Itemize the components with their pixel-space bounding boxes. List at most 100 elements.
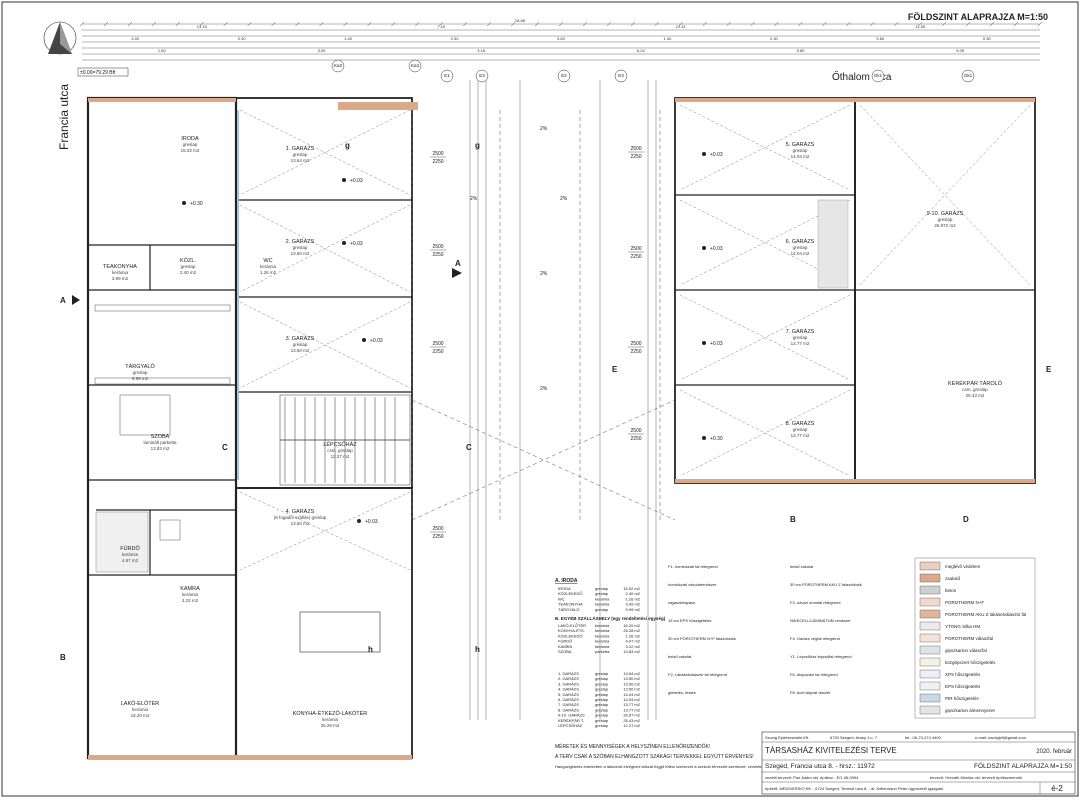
- room-name: LÉPCSŐHÁZ: [323, 441, 357, 448]
- staircase: [279, 394, 411, 486]
- room-floor: greslap: [293, 245, 308, 250]
- door-height: 2250: [432, 159, 443, 165]
- level-value: +0.30: [710, 436, 723, 442]
- schedule-floor: greslap: [595, 702, 609, 707]
- room-name: TÁRGYALÓ: [125, 363, 155, 370]
- schedule-area: 26.87 m2: [623, 713, 640, 718]
- stipple-strip: [817, 199, 849, 289]
- spec-line: Y1. Lépcsőház lépcsőfal rétegrend: [790, 654, 852, 659]
- room-name: 1. GARÁZS: [286, 145, 315, 152]
- room-floor: csm. greslap: [327, 448, 353, 453]
- room-area: 13.50 m2: [291, 521, 310, 526]
- schedule-room: IRODA: [558, 586, 571, 591]
- schedule-room: 9-10. GARÁZS: [558, 713, 585, 718]
- door-dimensions: 2500225025002250250022502500225025002250…: [430, 146, 644, 540]
- grid-bubble-icon: [614, 69, 628, 83]
- schedule-area: 9.99 m2: [626, 607, 641, 612]
- driveway-lines: [411, 110, 676, 521]
- dimension-tick: [750, 21, 755, 27]
- room-area: 13.50 m2: [291, 348, 310, 353]
- legend-swatch: [919, 573, 941, 583]
- dimension-value: 0.30: [770, 36, 779, 41]
- dimension-tick: [678, 21, 683, 27]
- legend-label: EPS hőszigetelés: [945, 684, 981, 689]
- overall-dimension: 28.88: [515, 18, 526, 23]
- schedule-area: 13.83 m2: [623, 649, 640, 654]
- dimension-tick: [582, 21, 588, 27]
- schedule-floor: greslap: [595, 692, 609, 697]
- dimension-value: 1.40: [664, 36, 673, 41]
- schedule-floor: kerámia: [595, 602, 610, 607]
- dimension-tick: [606, 21, 612, 27]
- section-label-a: A: [60, 296, 66, 305]
- spec-line: F6. Alapozási fal rétegrend: [790, 672, 838, 677]
- schedule-room: TÁRGYALÓ: [558, 607, 580, 612]
- room-area: 4.97 m2: [122, 558, 139, 563]
- room-floor: kerámia: [112, 270, 129, 275]
- schedule-area: 13.64 m2: [623, 671, 640, 676]
- schedule-floor: kerámia: [595, 623, 610, 628]
- dimension-tick: [534, 21, 540, 27]
- level-marker-icon: [702, 436, 706, 440]
- legend-swatch: [919, 621, 941, 631]
- level-marker-icon: [362, 338, 366, 342]
- room-name: IRODA: [181, 136, 199, 142]
- door-width: 2500: [630, 428, 641, 434]
- room-name: KAMRA: [180, 586, 200, 592]
- room-floor: kerámia: [132, 707, 149, 712]
- dimension-tick: [1037, 21, 1043, 27]
- dimension-value: 12.31: [676, 24, 687, 29]
- schedule-room: TEAKONYHA: [558, 602, 583, 607]
- warning-note-1: MÉRETEK ÉS MENNYISÉGEK A HELYSZÍNEN ELLE…: [555, 743, 710, 750]
- dimension-tick: [271, 21, 276, 27]
- project-location: Szeged, Francia utca 8. - hrsz.: 11972: [765, 763, 875, 770]
- dimension-tick: [942, 21, 947, 27]
- room-floor: greslap: [293, 342, 308, 347]
- dimension-value: 5.80: [797, 48, 806, 53]
- schedule-floor: kerámia: [595, 628, 610, 633]
- designer: tervező: Horváth Mónika okl. tervező épí…: [930, 775, 1022, 780]
- room-area: 3.99 m2: [112, 276, 129, 281]
- project-title: TÁRSASHÁZ KIVITELEZÉSI TERVE: [765, 746, 897, 755]
- level-value: +0.03: [710, 341, 723, 347]
- schedule-room: KONYHA-ÉTK.: [558, 628, 585, 633]
- sheet-number: é-2: [1051, 784, 1063, 793]
- warning-note-3: Hangszigetelés érdekében a látszóvál elv…: [555, 764, 790, 769]
- dimension-tick: [223, 21, 228, 27]
- room-name: SZOBA: [151, 434, 170, 440]
- dimension-value: 1.40: [344, 36, 353, 41]
- section-label-g2: g: [475, 141, 480, 150]
- dimension-tick: [463, 21, 468, 27]
- schedule-area: 13.77 m2: [623, 702, 640, 707]
- legend-label: beton: [945, 588, 957, 593]
- room-area: 13.50 m2: [291, 251, 310, 256]
- legend-swatch: [919, 597, 941, 607]
- dimension-tick: [918, 21, 923, 27]
- room-area: 3.22 m2: [182, 598, 199, 603]
- dimension-value: 5.60: [557, 36, 566, 41]
- legend-label: POROTHERM N+F: [945, 600, 984, 605]
- schedule-room: 7. GARÁZS: [558, 702, 579, 707]
- room-area: 9.99 m2: [132, 376, 149, 381]
- dimension-value: 0.30: [238, 36, 247, 41]
- client: építető: MEDIVERSIO Kft. - 6724 Szeged, …: [765, 786, 944, 791]
- schedule-area: 13.50 m2: [623, 676, 640, 681]
- dimension-value: 13.15: [197, 24, 208, 29]
- schedule-area: 13.50 m2: [623, 687, 640, 692]
- schedule-floor: parketta: [595, 649, 610, 654]
- room-area: 25.43 m2: [966, 393, 985, 398]
- dimension-value: 5.05: [956, 48, 965, 53]
- room-floor: csm. greslap: [962, 387, 988, 392]
- schedule-floor: kerámia: [595, 639, 610, 644]
- section-label-g: g: [345, 141, 350, 150]
- company-address: 6720 Szeged, Arany J.u. 7.: [830, 735, 878, 740]
- legend-swatch: [919, 693, 941, 703]
- door-height: 2250: [432, 349, 443, 355]
- vertical-dimension-chains: [469, 80, 657, 720]
- schedule-area: 25.43 m2: [623, 718, 640, 723]
- room-floor: greslap: [938, 217, 953, 222]
- room-area: 1.26 m2: [260, 270, 277, 275]
- door-width: 2500: [630, 146, 641, 152]
